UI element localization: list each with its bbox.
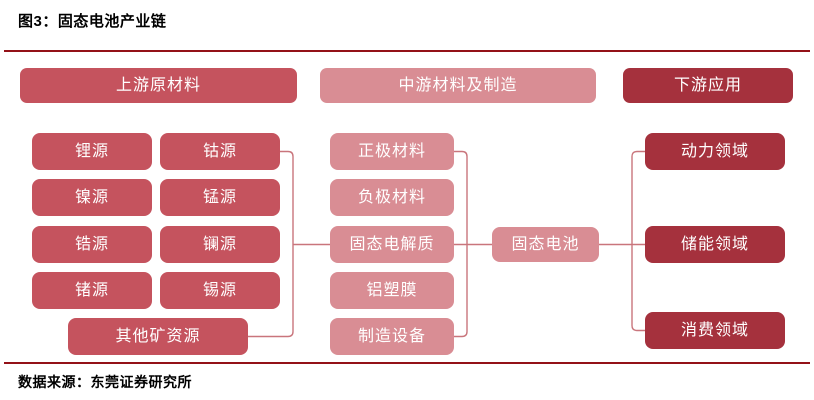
header-midstream: 中游材料及制造 (320, 68, 596, 103)
data-source: 数据来源：东莞证券研究所 (18, 374, 192, 390)
downstream-bracket-line (631, 150, 645, 332)
bottom-rule (4, 362, 810, 364)
box-manganese-source: 锰源 (160, 179, 280, 216)
box-tin-source: 锡源 (160, 272, 280, 309)
box-lithium-source: 锂源 (32, 133, 152, 170)
box-aluminum-plastic-film: 铝塑膜 (330, 272, 454, 309)
box-other-minerals: 其他矿资源 (68, 318, 248, 355)
box-lanthanum-source: 镧源 (160, 226, 280, 263)
box-manufacturing-equipment: 制造设备 (330, 318, 454, 355)
figure-title: 图3：固态电池产业链 (18, 13, 167, 30)
header-downstream: 下游应用 (623, 68, 793, 103)
box-solid-electrolyte: 固态电解质 (330, 226, 454, 263)
box-nickel-source: 镍源 (32, 179, 152, 216)
top-rule (4, 50, 810, 52)
box-consumer-field: 消费领域 (645, 312, 785, 349)
box-cathode-materials: 正极材料 (330, 133, 454, 170)
box-energy-storage-field: 储能领域 (645, 226, 785, 263)
box-anode-materials: 负极材料 (330, 179, 454, 216)
box-germanium-source: 锗源 (32, 272, 152, 309)
box-cobalt-source: 钴源 (160, 133, 280, 170)
box-solid-state-battery: 固态电池 (492, 227, 599, 262)
midstream-bracket-line (454, 150, 468, 338)
header-upstream: 上游原材料 (20, 68, 297, 103)
box-zirconium-source: 锆源 (32, 226, 152, 263)
box-power-field: 动力领域 (645, 133, 785, 170)
